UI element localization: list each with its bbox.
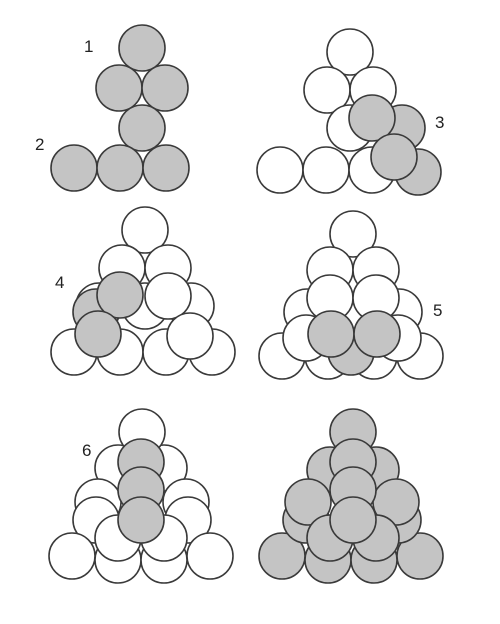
ball — [144, 272, 192, 320]
ball — [166, 312, 214, 360]
panel-c: 4 — [50, 206, 236, 376]
ball — [348, 94, 396, 142]
ball — [118, 24, 166, 72]
ball — [117, 496, 165, 544]
step-label: 4 — [55, 273, 64, 292]
ball — [396, 532, 444, 580]
panel-f — [258, 408, 444, 584]
ball — [142, 144, 190, 192]
ball — [302, 146, 350, 194]
panel-d: 5 — [258, 210, 444, 380]
step-label: 5 — [433, 301, 442, 320]
panel-a: 1 2 — [35, 24, 190, 192]
ball — [95, 64, 143, 112]
ball — [353, 310, 401, 358]
ball — [48, 532, 96, 580]
ball — [326, 28, 374, 76]
ball — [96, 271, 144, 319]
ball — [370, 133, 418, 181]
ball — [284, 478, 332, 526]
panel-e: 6 — [48, 408, 234, 584]
step-label: 3 — [435, 113, 444, 132]
ball — [96, 144, 144, 192]
ball — [186, 532, 234, 580]
ball — [256, 146, 304, 194]
ball — [307, 310, 355, 358]
ball — [121, 206, 169, 254]
step-label: 1 — [84, 37, 93, 56]
step-label: 2 — [35, 135, 44, 154]
step-label: 6 — [82, 441, 91, 460]
ball — [74, 310, 122, 358]
ball — [50, 144, 98, 192]
ball — [329, 210, 377, 258]
panel-b: 3 — [256, 28, 444, 196]
ball — [118, 104, 166, 152]
ball — [141, 64, 189, 112]
ball — [329, 496, 377, 544]
